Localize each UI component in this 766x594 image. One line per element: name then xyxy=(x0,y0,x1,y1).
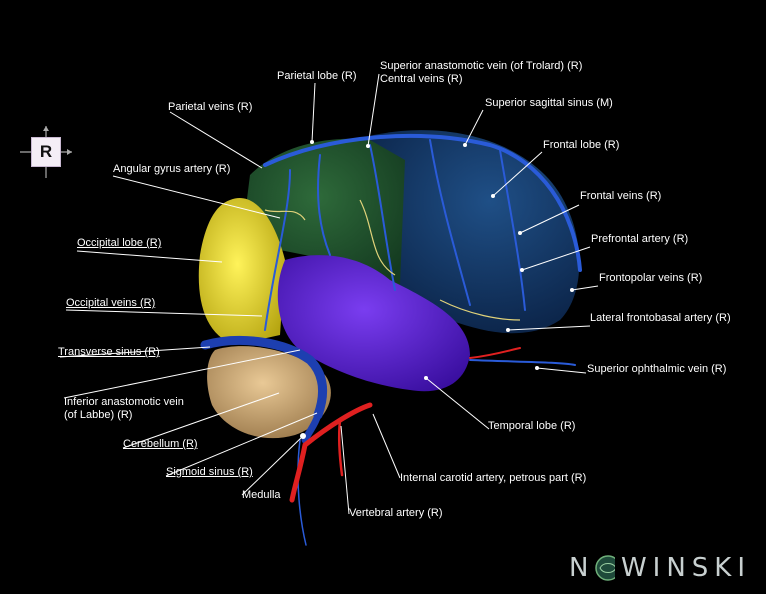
cerebellum-shape xyxy=(207,346,331,439)
label-internal-carotid-artery: Internal carotid artery, petrous part (R… xyxy=(400,472,587,484)
label-cerebellum: Cerebellum (R) xyxy=(123,438,198,450)
label-inferior-anastomotic-vein-1: Inferior anastomotic vein xyxy=(64,396,184,408)
orientation-letter: R xyxy=(31,137,61,167)
label-prefrontal-artery: Prefrontal artery (R) xyxy=(591,233,689,245)
temporal-lobe-shape xyxy=(277,255,470,392)
logo-text-start: N xyxy=(569,553,595,583)
label-frontopolar-veins: Frontopolar veins (R) xyxy=(599,272,703,284)
orientation-marker: R xyxy=(20,126,72,178)
nowinski-logo: N W INSKI xyxy=(569,552,751,584)
label-central-veins: Central veins (R) xyxy=(380,73,463,85)
label-occipital-lobe: Occipital lobe (R) xyxy=(77,237,162,249)
label-trolard: Superior anastomotic vein (of Trolard) (… xyxy=(380,60,583,72)
label-sigmoid-sinus: Sigmoid sinus (R) xyxy=(166,466,253,478)
label-angular-gyrus-artery: Angular gyrus artery (R) xyxy=(113,163,231,175)
label-medulla: Medulla xyxy=(242,489,281,501)
parietal-lobe-shape xyxy=(245,138,405,285)
label-occipital-veins: Occipital veins (R) xyxy=(66,297,156,309)
label-parietal-veins: Parietal veins (R) xyxy=(168,101,253,113)
label-frontal-veins: Frontal veins (R) xyxy=(580,190,662,202)
label-inferior-anastomotic-vein-2: (of Labbe) (R) xyxy=(64,409,133,421)
internal-carotid-path xyxy=(289,402,373,503)
transverse-sinus-path xyxy=(200,335,327,420)
logo-text-end: INSKI xyxy=(652,553,751,583)
occipital-lobe-shape xyxy=(198,198,285,345)
frontal-lobe-shape xyxy=(355,130,580,334)
label-parietal-lobe: Parietal lobe (R) xyxy=(277,70,357,82)
label-temporal-lobe: Temporal lobe (R) xyxy=(488,420,576,432)
brain-globe-icon xyxy=(595,555,615,581)
label-superior-sagittal-sinus: Superior sagittal sinus (M) xyxy=(485,97,613,109)
label-superior-ophthalmic-vein: Superior ophthalmic vein (R) xyxy=(587,363,727,375)
label-vertebral-artery: Vertebral artery (R) xyxy=(349,507,443,519)
label-transverse-sinus: Transverse sinus (R) xyxy=(58,346,160,358)
label-lateral-frontobasal-artery: Lateral frontobasal artery (R) xyxy=(590,312,731,324)
label-frontal-lobe: Frontal lobe (R) xyxy=(543,139,620,151)
logo-text-mid: W xyxy=(620,553,653,583)
superior-sagittal-sinus-path xyxy=(263,133,582,272)
